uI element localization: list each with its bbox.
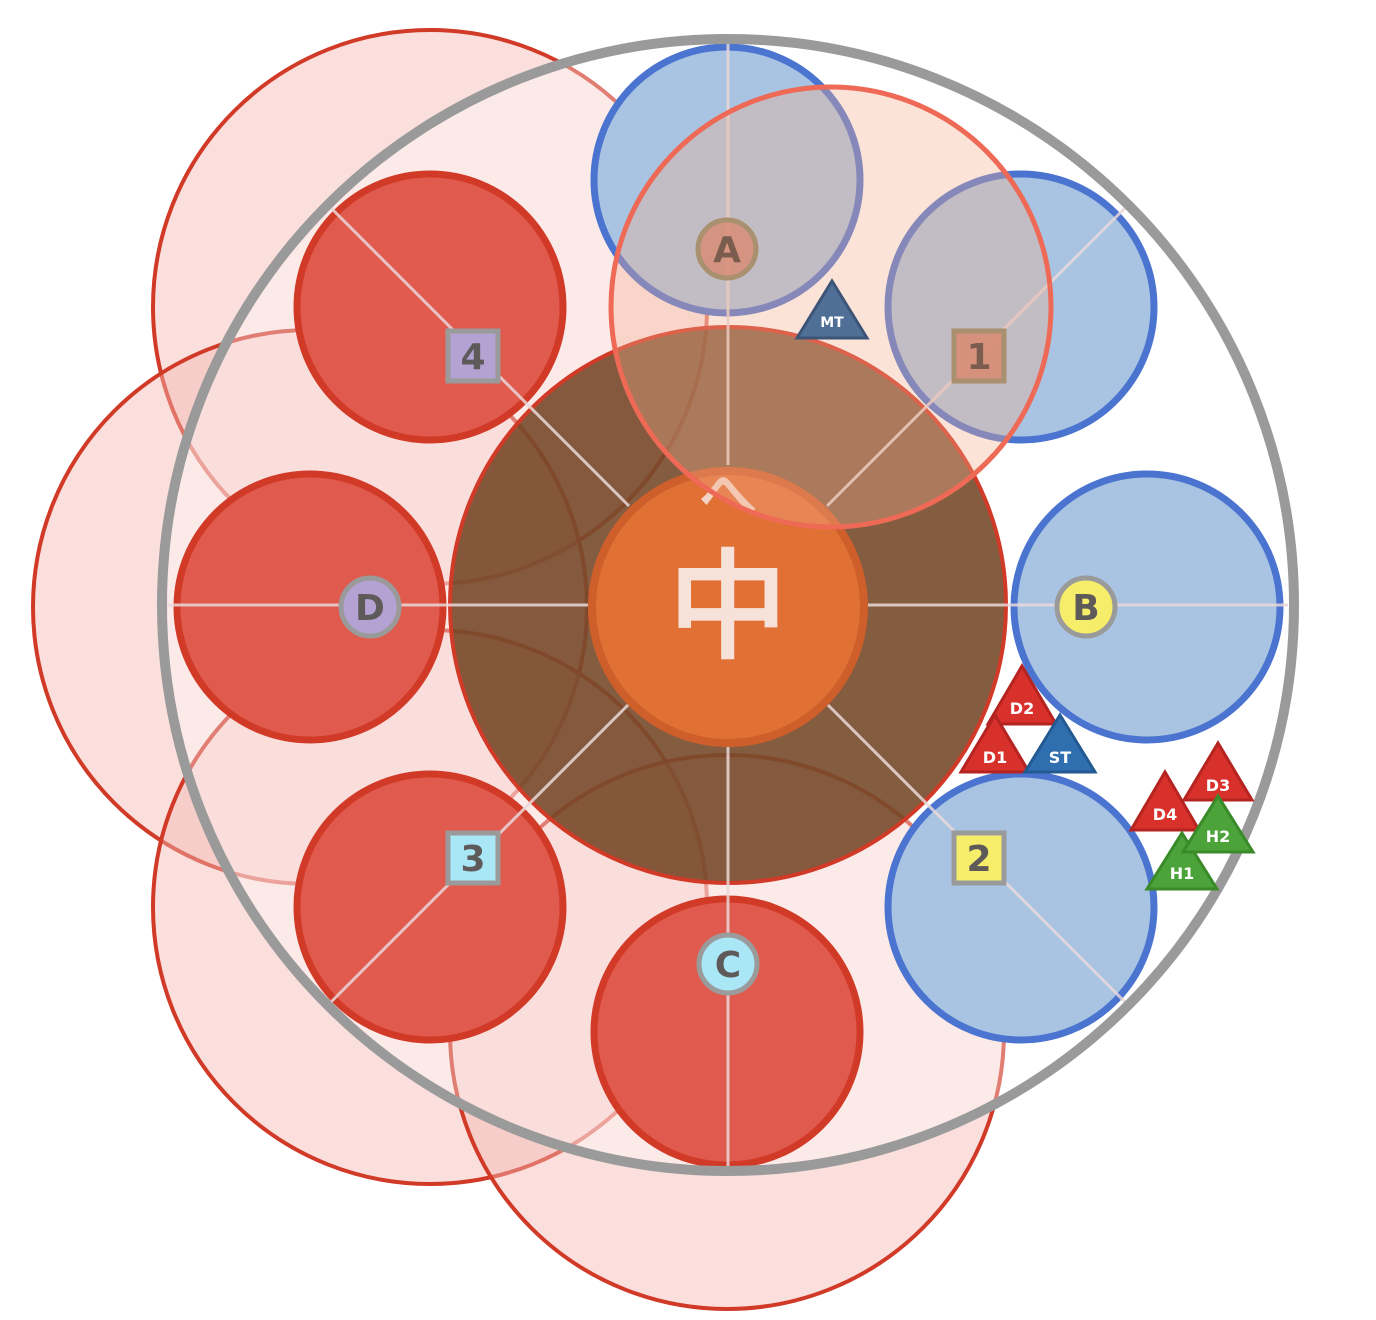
- blue-zone-east: [1010, 470, 1284, 744]
- waymark-layer: A B C D 1 2 3 4: [338, 217, 1118, 996]
- svg-text:C: C: [715, 945, 741, 986]
- blue-zone-southeast: [884, 770, 1158, 1044]
- player-h2[interactable]: H2: [1180, 793, 1256, 854]
- svg-text:D: D: [355, 588, 385, 629]
- svg-text:3: 3: [460, 839, 485, 880]
- svg-text:A: A: [713, 230, 741, 271]
- waymark-4[interactable]: 4: [445, 328, 501, 384]
- svg-text:B: B: [1072, 588, 1099, 629]
- red-zone-southwest: [293, 770, 567, 1044]
- svg-text:D1: D1: [983, 748, 1007, 767]
- svg-text:MT: MT: [820, 315, 844, 331]
- waymark-1[interactable]: 1: [951, 328, 1007, 384]
- red-zone-west: [173, 470, 447, 744]
- player-h1[interactable]: H1: [1144, 830, 1220, 891]
- waymark-a[interactable]: A: [695, 217, 759, 281]
- arena-border: [157, 34, 1299, 1176]
- svg-text:2: 2: [966, 839, 991, 880]
- svg-text:H2: H2: [1206, 827, 1231, 846]
- waymark-c[interactable]: C: [696, 932, 760, 996]
- waymark-3[interactable]: 3: [445, 830, 501, 886]
- waymark-2[interactable]: 2: [951, 830, 1007, 886]
- svg-text:1: 1: [966, 337, 991, 378]
- player-d1[interactable]: D1: [958, 712, 1032, 774]
- boss-hitbox[interactable]: [588, 467, 868, 747]
- svg-text:ST: ST: [1049, 748, 1072, 767]
- waymark-d[interactable]: D: [338, 575, 402, 639]
- svg-text:D3: D3: [1206, 776, 1230, 795]
- player-mt[interactable]: MT: [794, 278, 870, 340]
- player-st[interactable]: ST: [1022, 712, 1098, 774]
- svg-text:H1: H1: [1170, 864, 1195, 883]
- svg-text:4: 4: [460, 337, 485, 378]
- player-layer: MT D2 D1 ST D3 D4 H1 H2: [794, 278, 1256, 891]
- svg-text:D2: D2: [1010, 699, 1034, 718]
- svg-text:D4: D4: [1153, 805, 1177, 824]
- boss-facing-glyph: へ: [699, 461, 757, 529]
- player-d2[interactable]: D2: [985, 663, 1059, 726]
- waymark-b[interactable]: B: [1054, 575, 1118, 639]
- player-d4[interactable]: D4: [1128, 769, 1202, 832]
- boss-center-label: 中: [669, 538, 787, 676]
